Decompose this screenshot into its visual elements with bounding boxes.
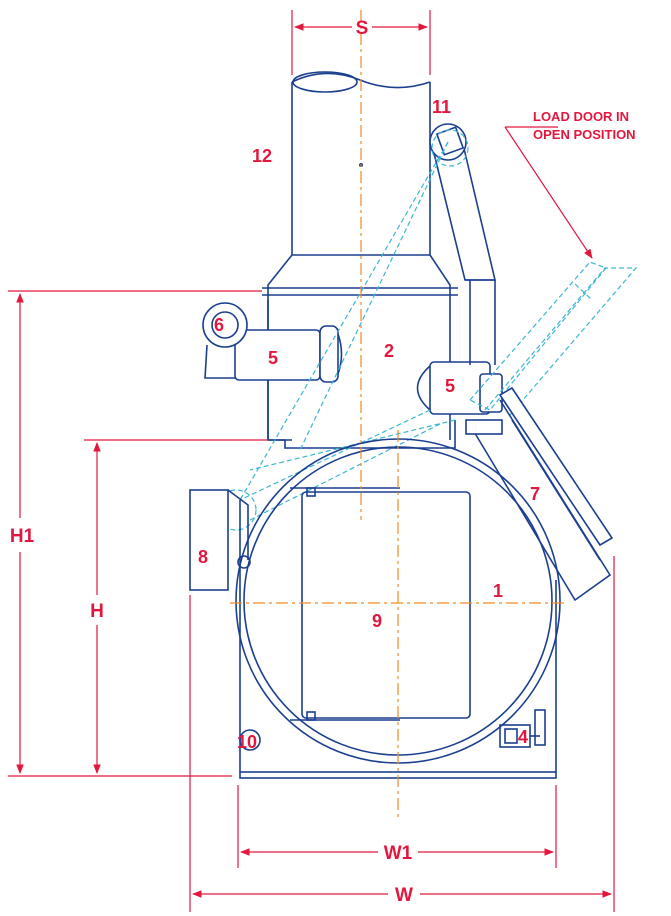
callout-4: 4 — [518, 727, 528, 747]
callout-11: 11 — [432, 97, 451, 117]
callout-5-left: 5 — [268, 348, 278, 368]
dimension-h1: H1 — [8, 290, 262, 777]
callout-5-right: 5 — [445, 376, 455, 396]
callout-8: 8 — [198, 547, 208, 567]
dimension-w1: W1 — [237, 785, 557, 868]
callout-6: 6 — [214, 315, 224, 335]
load-door-closed — [465, 386, 614, 602]
control-panel — [189, 489, 251, 591]
exhaust-stack — [262, 71, 458, 441]
callout-1: 1 — [493, 581, 503, 601]
h1-label: H1 — [10, 526, 35, 547]
callout-2: 2 — [384, 341, 394, 361]
s-label: S — [356, 18, 369, 39]
callout-10: 10 — [237, 732, 257, 752]
center-lines — [230, 10, 565, 820]
dimension-h: H — [84, 439, 268, 774]
blower-fan — [202, 302, 248, 379]
drive-motor-left — [234, 325, 343, 383]
w-label: W — [395, 885, 413, 906]
door-note-line2: OPEN POSITION — [533, 127, 636, 142]
callout-7: 7 — [530, 484, 540, 504]
door-note-leader — [504, 126, 593, 259]
w1-label: W1 — [384, 843, 413, 864]
dimension-w: W — [189, 556, 615, 912]
callout-9: 9 — [372, 611, 382, 631]
dimension-s: S — [291, 10, 431, 75]
door-note-line1: LOAD DOOR IN — [533, 109, 629, 124]
drive-motor-right — [416, 361, 503, 415]
h-label: H — [90, 601, 104, 622]
callout-12: 12 — [252, 146, 272, 166]
